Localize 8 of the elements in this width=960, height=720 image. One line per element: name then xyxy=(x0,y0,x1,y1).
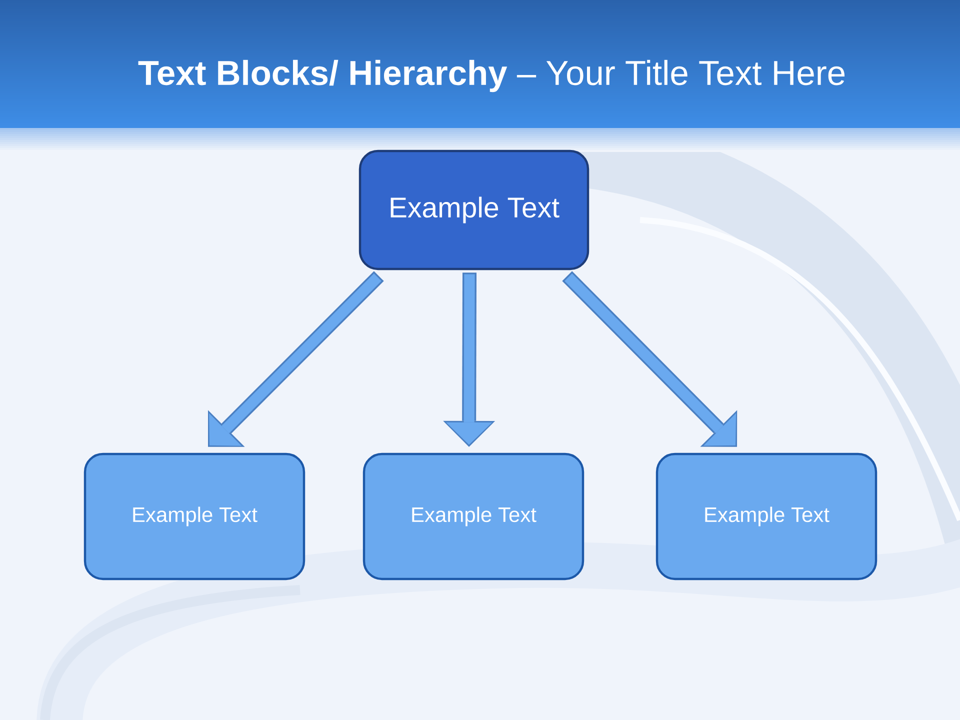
rounded-box: Example Text xyxy=(84,452,306,580)
block-arrow xyxy=(208,271,384,447)
rounded-box: Example Text xyxy=(656,452,878,580)
block-arrow xyxy=(562,271,738,447)
slide-title: Text Blocks/ Hierarchy – Your Title Text Here xyxy=(138,60,845,92)
block-arrow xyxy=(443,272,496,447)
rounded-box: Example Text xyxy=(362,452,584,580)
rounded-box: Example Text xyxy=(358,150,590,270)
